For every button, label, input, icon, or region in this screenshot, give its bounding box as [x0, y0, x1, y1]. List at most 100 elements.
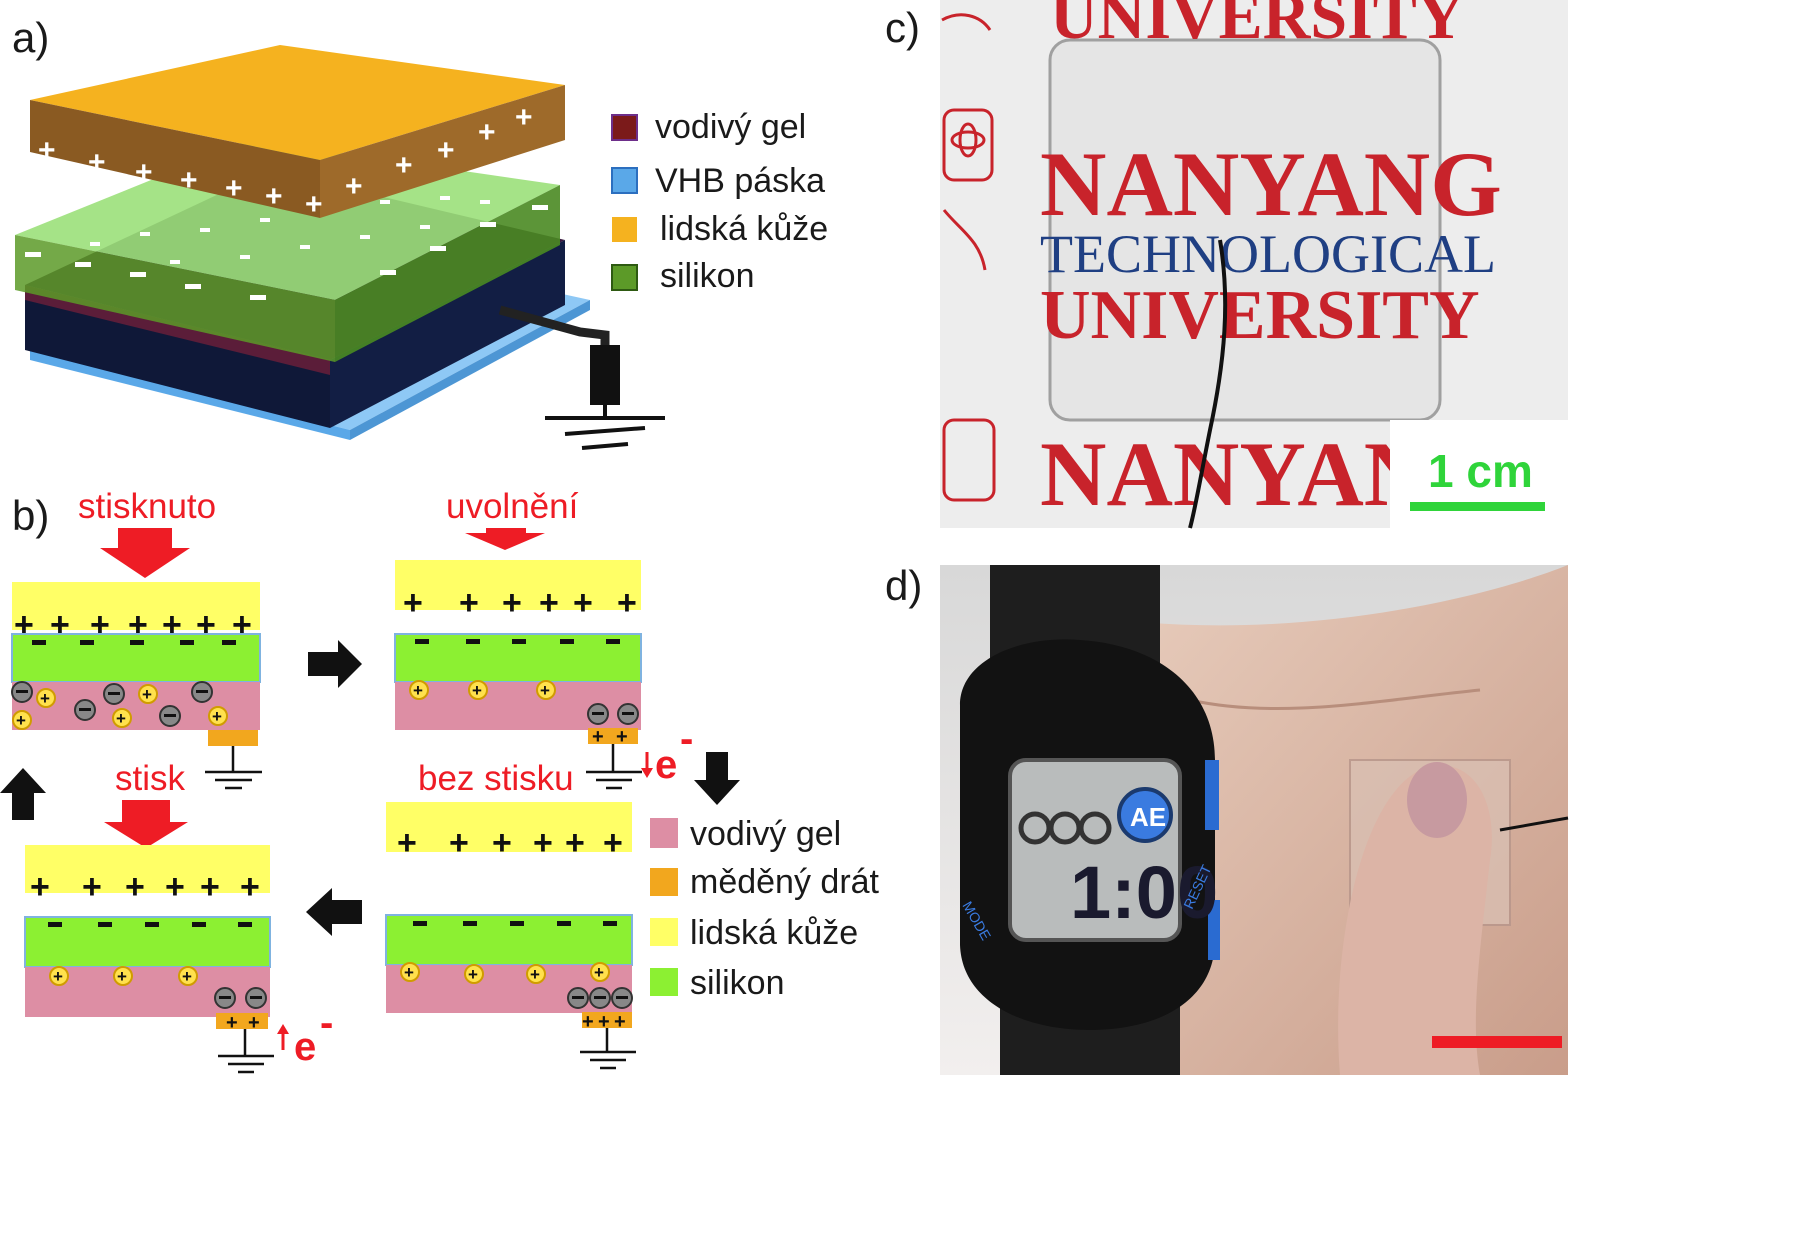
photo-text-line-1: UNIVERSITY [1050, 0, 1464, 53]
svg-text:VHB páska: VHB páska [655, 162, 825, 200]
svg-text:+: + [265, 180, 283, 213]
skin-block [395, 560, 641, 610]
panel-a: a) [12, 14, 828, 450]
panel-c-label: c) [885, 4, 920, 51]
panel-b: b) stisknuto +++ ++++ + + + [0, 487, 880, 1074]
svg-text:+: + [492, 824, 512, 862]
copper-wire [208, 730, 258, 746]
svg-text:+: + [142, 685, 152, 704]
legend-b-item-silicone: silikon [650, 964, 784, 1002]
svg-text:+: + [617, 584, 637, 622]
svg-text:+: + [459, 584, 479, 622]
svg-text:+: + [397, 824, 417, 862]
state-pressed-title: stisknuto [78, 487, 216, 526]
skin-block [386, 802, 632, 852]
svg-text:+: + [582, 1011, 594, 1033]
legend-a-item-vhb: VHB páska [611, 162, 825, 200]
svg-text:+: + [117, 967, 127, 986]
legend-a-item-skin: lidská kůže [612, 210, 828, 248]
flow-arrow-left [306, 888, 362, 936]
svg-text:+: + [539, 584, 559, 622]
svg-text:+: + [592, 726, 604, 748]
watch-side-button [1205, 760, 1219, 830]
flow-arrow-right [308, 640, 362, 688]
svg-text:+: + [468, 965, 478, 984]
svg-text:+: + [540, 681, 550, 700]
photo-text-line-2: NANYANG [1040, 133, 1502, 235]
skin-block [25, 845, 270, 893]
svg-text:+: + [515, 101, 533, 134]
svg-text:měděný drát: měděný drát [690, 863, 880, 901]
svg-text:e: e [294, 1025, 316, 1069]
panel-b-label: b) [12, 492, 49, 539]
svg-text:+: + [248, 1012, 260, 1034]
skin-block [12, 582, 260, 630]
svg-text:lidská kůže: lidská kůže [660, 210, 828, 248]
svg-text:e: e [655, 743, 677, 787]
state-releasing-title: uvolnění [446, 487, 579, 526]
flow-arrow-up [0, 768, 46, 820]
svg-text:+: + [88, 146, 106, 179]
silicone-negative-charges [25, 196, 548, 300]
skin-positive-charges: +++ +++ +++ +++ [38, 101, 533, 221]
press-arrow [100, 528, 190, 578]
photo-text-line-5: NANYAN [1040, 423, 1430, 525]
svg-text:+: + [226, 1012, 238, 1034]
svg-text:+: + [603, 824, 623, 862]
svg-text:+: + [449, 824, 469, 862]
svg-text:+: + [180, 164, 198, 197]
svg-text:+: + [616, 726, 628, 748]
photo-text-line-3: TECHNOLOGICAL [1040, 224, 1496, 284]
svg-text:+: + [594, 963, 604, 982]
skin-layer: +++ +++ +++ +++ [30, 45, 565, 221]
panel-a-label: a) [12, 14, 49, 61]
fingernail [1407, 762, 1467, 838]
transparent-sensor-film [1048, 38, 1442, 422]
gel-ions: + + + + + [11, 681, 228, 730]
panel-d: d) AE 1:00 MODE RESET [885, 562, 1569, 1075]
ground-wire [498, 305, 665, 450]
state-pressed: stisknuto +++ ++++ + + + + [11, 487, 262, 790]
svg-text:silikon: silikon [690, 964, 784, 1002]
ground-symbol [205, 746, 262, 790]
svg-text:-: - [680, 717, 693, 761]
svg-text:+: + [614, 1011, 626, 1033]
svg-text:+: + [404, 963, 414, 982]
svg-text:+: + [598, 1011, 610, 1033]
state-released: bez stisku +++ +++ + + + + +++ [385, 759, 636, 1070]
svg-text:+: + [478, 116, 496, 149]
svg-text:+: + [437, 134, 455, 167]
state-pressing: stisk +++ +++ + + + ++ [24, 759, 333, 1074]
finger [1338, 765, 1492, 1075]
svg-text:+: + [472, 681, 482, 700]
svg-text:+: + [116, 709, 126, 728]
svg-text:+: + [30, 868, 50, 906]
svg-text:-: - [320, 1001, 333, 1045]
svg-text:+: + [240, 868, 260, 906]
svg-text:+: + [40, 689, 50, 708]
state-released-title: bez stisku [418, 759, 574, 798]
svg-text:+: + [200, 868, 220, 906]
svg-text:+: + [403, 584, 423, 622]
watch-badge-text: AE [1130, 802, 1166, 832]
svg-text:+: + [182, 967, 192, 986]
legend-b: vodivý gel měděný drát lidská kůže silik… [650, 815, 880, 1002]
legend-b-item-skin: lidská kůže [650, 914, 858, 952]
electron-up: e - [277, 1001, 333, 1069]
legend-a-item-gel: vodivý gel [611, 108, 806, 146]
electron-down: e - [641, 717, 693, 787]
legend-a: vodivý gel VHB páska lidská kůže silikon [611, 108, 828, 295]
panel-d-label: d) [885, 562, 922, 609]
press-arrow [104, 800, 188, 848]
svg-text:+: + [530, 965, 540, 984]
svg-text:+: + [225, 172, 243, 205]
state-pressing-title: stisk [115, 759, 186, 798]
svg-text:lidská kůže: lidská kůže [690, 914, 858, 952]
svg-text:+: + [413, 681, 423, 700]
svg-text:+: + [53, 967, 63, 986]
svg-text:vodivý gel: vodivý gel [690, 815, 841, 853]
crest-fragments [941, 13, 996, 502]
panel-c: c) UNIVERSITY NANYANG TECHNOLOGICAL UNIV… [885, 0, 1568, 529]
svg-text:+: + [395, 149, 413, 182]
